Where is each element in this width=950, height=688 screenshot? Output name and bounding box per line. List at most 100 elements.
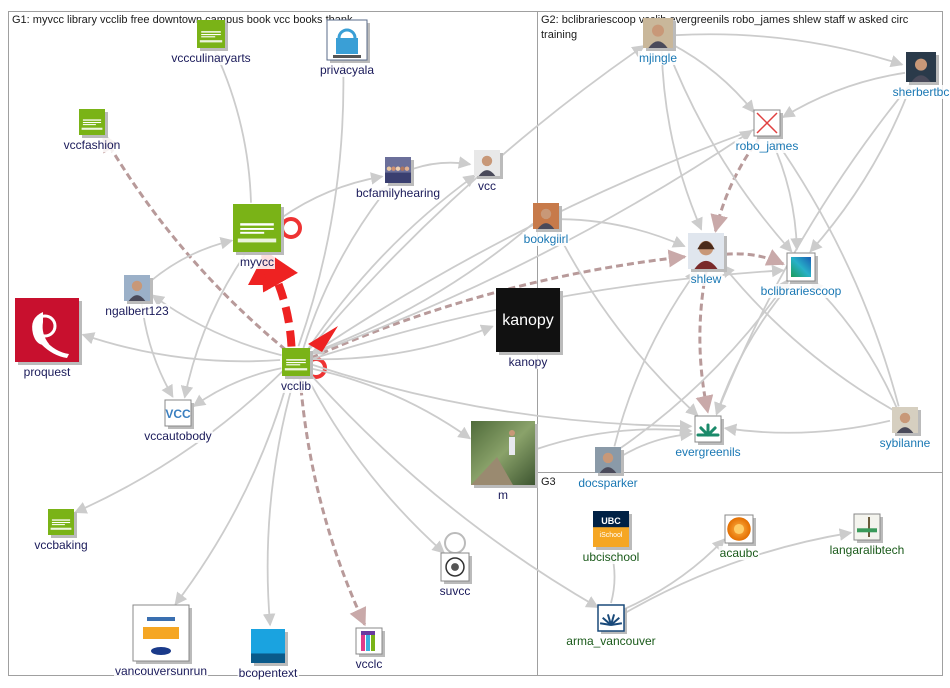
ubc-logo-text: UBC xyxy=(601,516,621,526)
edge-m-to-evergreenils xyxy=(536,423,693,450)
edge-vcclib-to-evergreenils xyxy=(311,363,693,433)
group-g3-frame xyxy=(537,472,943,676)
node-privacyala[interactable]: privacyala xyxy=(318,19,376,77)
node-vccbaking[interactable]: vccbaking xyxy=(33,509,89,552)
privacyala-privacy-lock-logo xyxy=(326,19,368,61)
node-bcfamilyhearing-label-bg xyxy=(354,186,442,200)
node-proquest-label-bg xyxy=(22,365,73,379)
node-acaubc-label-bg xyxy=(718,546,760,560)
node-sherbertbc[interactable]: sherbertbc xyxy=(891,52,950,99)
node-vccfashion[interactable]: vccfashion xyxy=(62,109,122,152)
node-bookgiirl-label: bookgiirl xyxy=(524,232,569,246)
node-bcfamilyhearing[interactable]: bcfamilyhearing xyxy=(354,157,442,200)
node-vcc[interactable]: vcc xyxy=(474,150,503,193)
edge-sybilanne-to-robo_james xyxy=(773,137,900,407)
red-arrowhead-into-vcclib xyxy=(308,326,338,352)
edge-sherbertbc-to-robo_james xyxy=(781,71,906,118)
arma_vancouver-arma-logo xyxy=(597,604,625,632)
kanopy-logo-wordmark: kanopy xyxy=(502,312,554,329)
group-g2-label-line2: training xyxy=(541,29,577,41)
edge-vcclib-to-bcfamilyhearing xyxy=(302,184,391,349)
vancouversunrun-sunrun-logo xyxy=(132,604,190,662)
node-sybilanne[interactable]: sybilanne xyxy=(878,407,932,450)
node-suvcc[interactable]: suvcc xyxy=(438,552,472,598)
edge-suvcc-to-suvcc-self-loop xyxy=(444,532,466,554)
edge-vcclib-to-shlew xyxy=(310,249,687,360)
node-langaralibtech[interactable]: langaralibtech xyxy=(828,513,906,557)
acaubc-orange-flower-logo xyxy=(724,514,754,544)
node-shlew[interactable]: shlew xyxy=(688,233,727,286)
edge-vcclib-to-vccbaking xyxy=(73,370,284,514)
node-arma_vancouver-label: arma_vancouver xyxy=(566,634,655,648)
edge-bookgiirl-to-vcclib xyxy=(310,222,534,355)
edge-vcclib-to-proquest xyxy=(81,332,281,363)
node-suvcc-label: suvcc xyxy=(440,584,471,598)
group-g1-label: G1: myvcc library vcclib free downtown c… xyxy=(12,14,353,26)
node-vccbaking-label: vccbaking xyxy=(34,538,87,552)
node-m[interactable]: m xyxy=(471,421,538,502)
edge-sybilanne-to-bclibrariescoop xyxy=(810,281,898,408)
node-bookgiirl[interactable]: bookgiirl xyxy=(522,203,570,246)
node-evergreenils[interactable]: evergreenils xyxy=(674,415,742,459)
edge-ngalbert123-to-myvcc xyxy=(149,236,234,282)
node-ngalbert123[interactable]: ngalbert123 xyxy=(104,275,171,318)
node-vccculinaryarts[interactable]: vccculinaryarts xyxy=(170,20,252,65)
node-vccfashion-label-bg xyxy=(62,138,122,152)
group-g3-label: G3 xyxy=(541,476,556,488)
node-vccautobody[interactable]: VCC vccautobody xyxy=(143,399,213,443)
docsparker-person-photo xyxy=(595,447,621,473)
node-myvcc-label-bg xyxy=(239,255,275,269)
node-arma_vancouver[interactable]: arma_vancouver xyxy=(565,604,657,648)
edge-mjingle-to-sherbertbc xyxy=(674,33,904,68)
node-mjingle-label-bg xyxy=(637,51,679,65)
node-robo_james-label-bg xyxy=(734,139,800,153)
node-mjingle[interactable]: mjingle xyxy=(637,18,679,65)
edge-vcclib-to-mjingle xyxy=(307,45,645,352)
edge-myvcc-to-bcfamilyhearing xyxy=(280,172,384,219)
svg-text:VCC: VCC xyxy=(165,407,191,421)
node-vancouversunrun[interactable]: vancouversunrun xyxy=(113,604,209,678)
node-vcclc[interactable]: vcclc xyxy=(354,627,385,671)
node-bookgiirl-label-bg xyxy=(522,232,570,246)
node-bcopentext[interactable]: bcopentext xyxy=(237,629,300,680)
node-vcclib-label-bg xyxy=(279,379,313,393)
node-shlew-label-bg xyxy=(689,272,723,286)
node-myvcc[interactable]: myvcc xyxy=(233,204,284,269)
node-vccautobody-label: vccautobody xyxy=(144,429,211,443)
edge-sherbertbc-to-bclibrariescoop xyxy=(809,81,914,253)
node-bclibrariescoop[interactable]: bclibrariescoop xyxy=(759,252,843,298)
node-ngalbert123-label: ngalbert123 xyxy=(105,304,169,318)
node-vcclc-label: vcclc xyxy=(356,657,383,671)
edge-robo_james-to-vcclib xyxy=(311,128,754,355)
node-kanopy[interactable]: kanopy kanopy xyxy=(496,288,563,369)
evergreenils-evergreen-logo xyxy=(694,415,722,443)
edge-arma_vancouver-to-langaralibtech xyxy=(624,528,853,614)
red-arrowhead-into-myvcc xyxy=(248,262,268,285)
node-evergreenils-label-bg xyxy=(674,445,742,459)
node-evergreenils-label: evergreenils xyxy=(675,445,740,459)
node-vccautobody-label-bg xyxy=(143,429,213,443)
node-proquest[interactable]: proquest xyxy=(15,298,82,379)
node-sherbertbc-label: sherbertbc xyxy=(893,85,950,99)
node-docsparker[interactable]: docsparker xyxy=(577,447,639,490)
edge-vcclib-to-vancouversunrun xyxy=(174,376,290,606)
vccbaking-green-college-logo xyxy=(48,509,74,535)
node-docsparker-label-bg xyxy=(577,476,639,490)
node-bcopentext-label: bcopentext xyxy=(239,666,298,680)
sybilanne-person-photo xyxy=(892,407,918,433)
edge-bcfamilyhearing-to-vcc xyxy=(412,156,472,170)
node-ubcischool-label: ubcischool xyxy=(583,550,640,564)
node-m-label: m xyxy=(498,488,508,502)
group-g2-label-line1: G2: bclibrariescoop vcclib evergreenils … xyxy=(541,14,909,26)
node-vcc-label-bg xyxy=(477,179,497,193)
node-kanopy-label: kanopy xyxy=(509,355,548,369)
edges-layer xyxy=(73,33,914,627)
edge-myvcc-to-vccculinaryarts xyxy=(214,50,252,203)
edge-bookgiirl-to-shlew xyxy=(560,218,686,248)
node-acaubc[interactable]: acaubc xyxy=(718,514,760,560)
node-robo_james[interactable]: robo_james xyxy=(734,109,800,153)
ngalbert123-person-photo xyxy=(124,275,150,301)
node-vcclib[interactable]: vcclib xyxy=(279,348,313,393)
